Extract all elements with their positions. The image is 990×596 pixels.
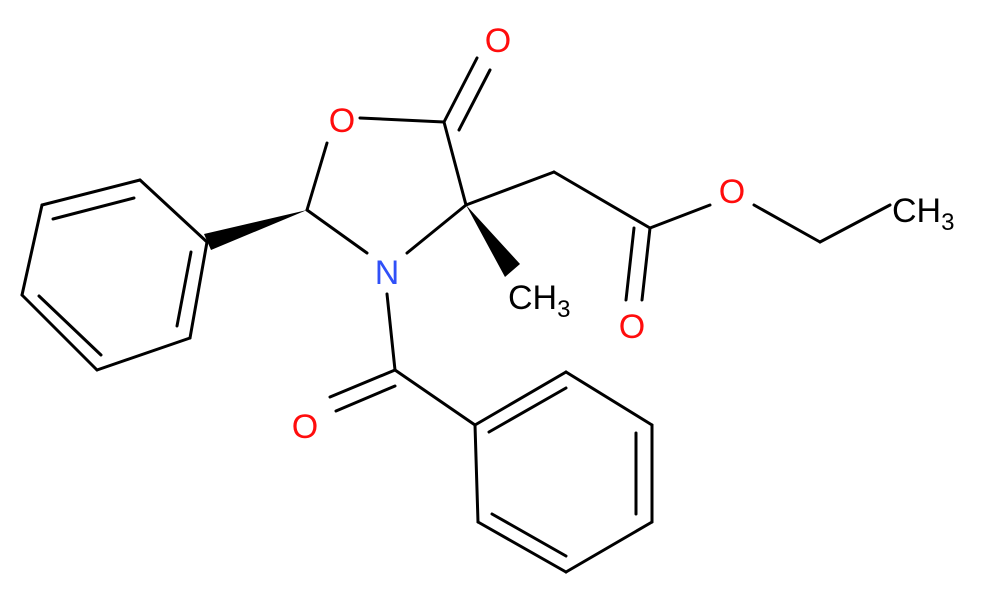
ethyl-subscript: 3 [941, 209, 954, 236]
ethyl-c: CH [892, 192, 941, 230]
bond [476, 520, 568, 574]
methyl-label: CH3 [508, 279, 570, 323]
aromatic-inner-bond [51, 196, 136, 221]
aromatic-inner-bond [487, 386, 568, 434]
ethyl-acetate-chain [464, 170, 892, 302]
bond [305, 141, 329, 212]
bond [385, 292, 397, 372]
bond [457, 68, 492, 132]
bond [334, 384, 397, 413]
bond [442, 56, 479, 124]
bond [464, 170, 556, 207]
nitrogen-label: N [375, 254, 400, 292]
bond [648, 203, 712, 230]
bond [95, 336, 192, 372]
aromatic-inner-bond [37, 294, 103, 357]
bond [138, 178, 209, 244]
bond [564, 370, 654, 427]
bond [442, 120, 468, 207]
bond [405, 203, 468, 255]
bond [473, 370, 568, 427]
bond [564, 520, 654, 574]
bond [752, 203, 822, 244]
phenyl-ring [20, 178, 209, 372]
lactone-oxygen-label: O [485, 22, 511, 60]
methyl-c: CH [508, 279, 557, 317]
bond [188, 240, 209, 340]
bond [20, 293, 99, 372]
methyl-subscript: 3 [557, 296, 570, 323]
bond [328, 368, 397, 399]
aromatic-inner-bond [175, 250, 193, 328]
bond [40, 178, 142, 207]
oxazolidinone-ring [305, 56, 492, 255]
benzoyl-group [328, 292, 477, 427]
wedge-bond [466, 205, 520, 277]
bond [552, 170, 652, 230]
bond [358, 116, 446, 124]
bond [624, 226, 636, 302]
ester-carbonyl-oxygen-label: O [619, 308, 645, 346]
bond [473, 423, 480, 524]
ester-oxygen-label: O [719, 173, 745, 211]
bond [393, 368, 477, 427]
aromatic-inner-bond [490, 512, 568, 558]
ring-oxygen-label: O [329, 102, 355, 140]
bond [20, 203, 44, 297]
ethyl-methyl-label: CH3 [892, 192, 954, 236]
wedge-bond [204, 210, 307, 250]
bond [305, 208, 369, 255]
benzoyl-oxygen-label: O [292, 408, 318, 446]
benzoyl-phenyl-ring [473, 370, 654, 574]
bond [640, 226, 652, 302]
bond [818, 203, 892, 244]
